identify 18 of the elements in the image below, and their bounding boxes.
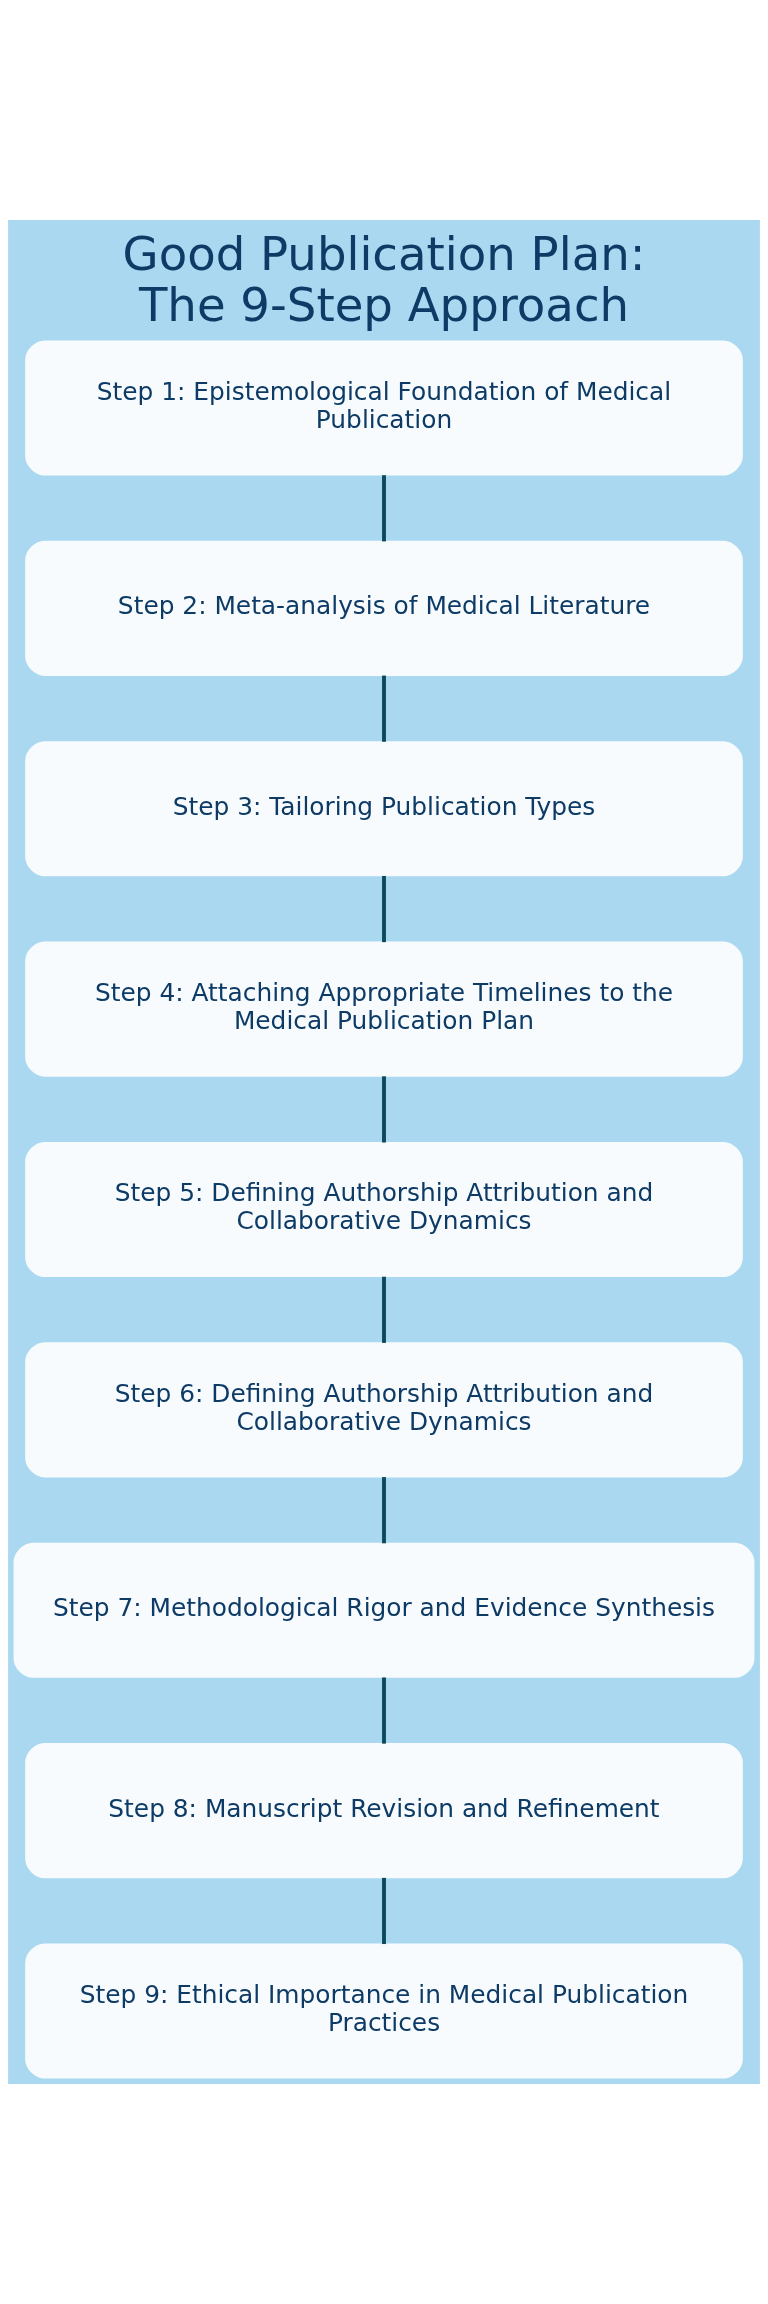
connector [382,1677,386,1744]
connector [382,1877,386,1945]
connector [382,1076,386,1143]
node-box: Step 6: Defining Authorship Attribution and Collaborative Dynamics [25,1342,743,1478]
node-box: Step 9: Ethical Importance in Medical Publication Practices [25,1943,743,2079]
connector [382,475,386,542]
node-box: Step 7: Methodological Rigor and Evidence Synthesis [13,1542,755,1678]
connector [382,1276,386,1343]
connector [382,675,386,742]
node-box: Step 3: Tailoring Publication Types [25,741,743,877]
node-box: Step 4: Attaching Appropriate Timelines to the Medical Publication Plan [25,941,743,1077]
connector [382,1477,386,1544]
node-box: Step 8: Manuscript Revision and Refinement [25,1743,743,1879]
node-box: Step 1: Epistemological Foundation of Medical Publication [25,340,743,476]
node-box: Step 5: Defining Authorship Attribution and Collaborative Dynamics [25,1141,743,1278]
diagram-title: Good Publication Plan: The 9-Step Approach [122,226,646,332]
connector [382,875,386,943]
node-box: Step 2: Meta-analysis of Medical Literature [25,540,743,676]
